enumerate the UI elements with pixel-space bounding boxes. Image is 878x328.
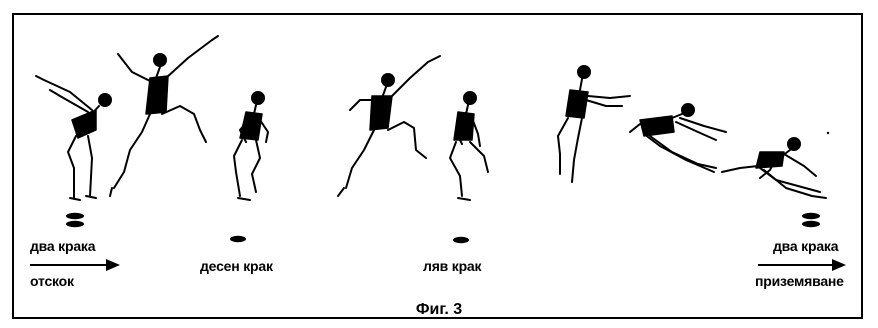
jumper-figure-5 — [449, 91, 489, 201]
jumper-figure-7 — [629, 103, 727, 173]
footprint-right-foot — [230, 235, 246, 243]
landing-arrow — [758, 259, 846, 271]
jumper-figure-2 — [109, 35, 219, 197]
speck-mark — [826, 131, 830, 135]
jumper-figure-4 — [337, 55, 441, 197]
label-left-foot: ляв крак — [423, 258, 482, 274]
label-right-foot: десен крак — [200, 258, 273, 274]
takeoff-arrow — [30, 259, 120, 271]
label-two-feet-start: два крака — [30, 238, 96, 254]
figure-frame — [12, 13, 863, 319]
jumper-figure-6 — [557, 65, 631, 183]
footprint-two-feet-end — [802, 212, 820, 228]
label-two-feet-end: два крака — [773, 238, 839, 254]
footprint-two-feet-start — [66, 212, 84, 228]
footprint-left-foot — [453, 236, 469, 244]
label-takeoff: отскок — [30, 273, 74, 289]
figure-caption: Фиг. 3 — [415, 301, 463, 318]
jumper-figure-8 — [721, 137, 827, 199]
label-landing: приземяване — [755, 273, 844, 289]
jumper-figure-1 — [35, 75, 112, 201]
jumper-figure-3 — [233, 91, 269, 201]
